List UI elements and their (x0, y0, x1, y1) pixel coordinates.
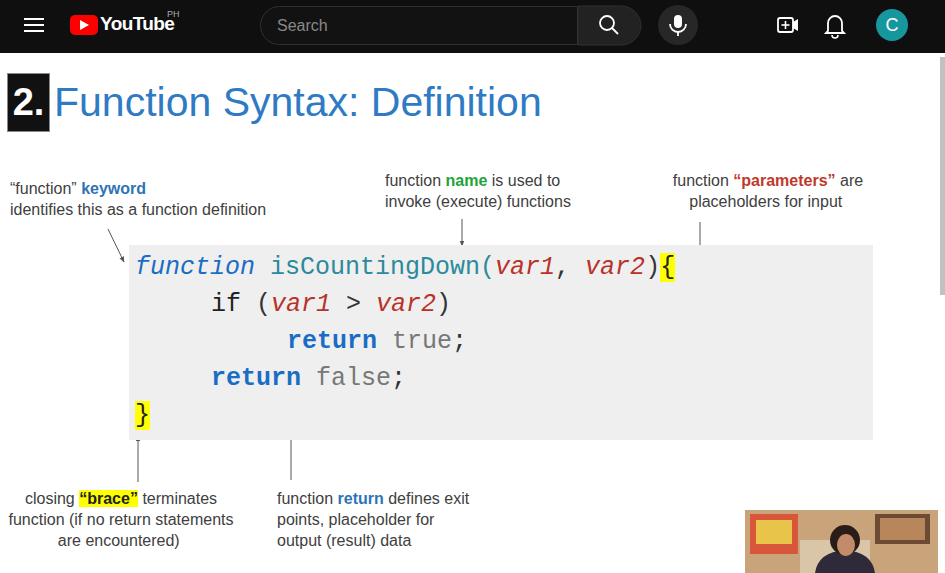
code-line: if (var1 > var2) (129, 286, 873, 323)
webcam-video (830, 525, 860, 555)
annotation-text: function (277, 490, 333, 507)
webcam-video (750, 514, 798, 554)
code-token: false (316, 364, 391, 393)
code-line: } (129, 397, 873, 434)
webcam-video (880, 518, 925, 540)
code-token: { (660, 253, 675, 282)
mic-button (674, 15, 682, 28)
header-bar (0, 0, 945, 53)
youtube-logo (70, 15, 98, 35)
mic-button (670, 24, 686, 32)
search-button (578, 6, 641, 45)
menu-icon (24, 30, 44, 32)
code-token: ) (436, 290, 451, 319)
annotation-text: return (338, 490, 384, 507)
create-icon (782, 24, 790, 26)
code-token: > (346, 290, 361, 319)
bell-icon (826, 16, 844, 33)
country-code: PH (167, 9, 180, 19)
code-token: , (555, 253, 570, 282)
webcam-video (745, 510, 938, 573)
annotation-text: name (446, 172, 488, 189)
annotation-text: “parameters” (733, 172, 835, 189)
create-icon (793, 19, 798, 31)
annotation-text: function (385, 172, 441, 189)
code-token: var2 (376, 290, 436, 319)
bell-icon (832, 35, 838, 38)
node-text: Search (277, 17, 328, 35)
code-token: function (135, 253, 255, 282)
section-number: 2. (7, 73, 50, 132)
code-token: if (211, 290, 241, 319)
webcam-video (837, 534, 855, 556)
webcam-video (756, 520, 792, 544)
code-token: } (135, 401, 150, 430)
leader-lines (462, 219, 463, 246)
annotation-text: identifies this as a function definition (10, 199, 326, 220)
header-bar (0, 0, 945, 53)
webcam-video (745, 510, 938, 573)
node-text: C (886, 15, 899, 36)
code-token: ( (256, 290, 271, 319)
code-token: ; (391, 364, 406, 393)
search-button (578, 6, 641, 45)
create-icon (778, 18, 798, 32)
annotation: “function”keyword identifies this as a fu… (10, 178, 330, 220)
code-token: isCountingDown( (270, 253, 495, 282)
annotation: closing“brace”terminates function (if no… (4, 488, 238, 551)
code-token: var2 (585, 253, 645, 282)
menu-icon (24, 24, 44, 26)
annotation-text: function (673, 172, 729, 189)
code-line: function isCountingDown(var1, var2){ (129, 249, 873, 286)
code-token: return (287, 327, 377, 356)
brand-wordmark: YouTube (100, 13, 174, 35)
code-box: functionisCountingDown(var1,var2){if(var… (129, 245, 873, 440)
menu-icon (24, 18, 44, 20)
annotation: function“parameters”are placeholders for… (652, 170, 884, 212)
create-icon (778, 18, 793, 32)
search-box: Search (260, 6, 578, 45)
search-button (600, 16, 614, 30)
bell-icon (826, 16, 844, 38)
avatar-circle: C (876, 9, 908, 41)
code-line: return true; (129, 323, 873, 360)
code-line: return false; (129, 360, 873, 397)
webcam-video (875, 514, 930, 544)
annotation-text: “function” (10, 180, 77, 197)
code-token: ; (452, 327, 467, 356)
scrollbar (940, 57, 945, 295)
annotation-text: closing (25, 490, 75, 507)
scrollbar (940, 57, 945, 295)
node-text: 2. (13, 81, 45, 124)
annotation: functionnameis used to invoke (execute) … (385, 170, 610, 212)
search-button (612, 28, 618, 34)
annotation-text: “brace” (79, 490, 138, 507)
leader-lines (138, 436, 139, 482)
mic-button (658, 5, 698, 45)
annotation: functionreturndefines exit points, place… (277, 488, 482, 551)
slide-title: Function Syntax: Definition (54, 79, 542, 126)
code-token: return (211, 364, 301, 393)
code-token: true (392, 327, 452, 356)
annotation-text: keyword (81, 180, 146, 197)
youtube-logo (80, 20, 89, 30)
mic-button (658, 5, 698, 45)
code-token: ) (645, 253, 660, 282)
code-token: var1 (271, 290, 331, 319)
menu-icon (24, 19, 44, 31)
mic-button (677, 32, 679, 36)
leader-lines (108, 229, 124, 262)
code-token: var1 (495, 253, 555, 282)
youtube-logo (70, 15, 98, 35)
